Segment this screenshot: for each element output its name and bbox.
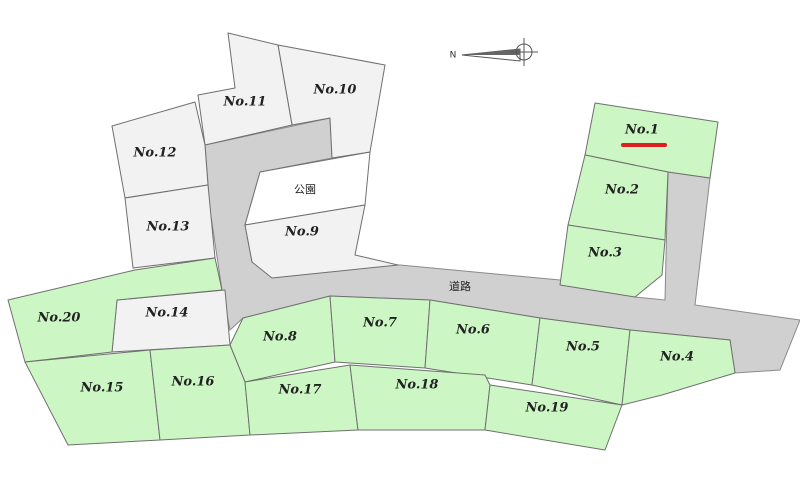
lot-14[interactable] [111,289,231,353]
lot-18[interactable] [349,364,491,431]
lot-label: No.17 [278,383,322,398]
lot-label: No.20 [37,311,81,326]
lot-9[interactable] [244,204,399,279]
lot-label: No.12 [133,146,177,161]
lot-16[interactable] [149,344,251,441]
lot-1[interactable] [584,102,719,179]
lot-4[interactable] [621,329,736,406]
lot-12[interactable] [111,101,209,199]
lot-label: No.11 [223,95,267,110]
lot-label: No.1 [624,123,659,138]
lot-3[interactable] [559,224,666,298]
lot-label: No.14 [145,306,189,321]
road-label: 道路 [449,279,471,293]
lot-label: No.5 [565,340,600,355]
lot-5[interactable] [531,317,631,406]
lot-label: No.19 [525,401,569,416]
lot-8[interactable] [229,295,336,383]
lot-15[interactable] [24,349,161,446]
lot-label: No.15 [80,381,124,396]
lot-label: No.16 [171,375,215,390]
lot-label: No.2 [604,183,639,198]
north-arrow-icon: N [450,38,538,66]
lot-label: No.6 [455,323,490,338]
lot-label: No.18 [395,378,439,393]
lot-label: No.13 [146,220,190,235]
lot-label: No.9 [284,225,319,240]
lot-19[interactable] [484,384,623,451]
lot-label: No.10 [313,83,357,98]
lot-label: No.8 [262,330,297,345]
lot-11[interactable] [197,32,293,146]
lot-label: No.4 [659,350,694,365]
lot-7[interactable] [329,295,431,369]
compass-label: N [450,51,457,61]
lot-label: No.3 [587,246,622,261]
lot-label: No.7 [362,316,397,331]
park-label: 公園 [294,183,316,196]
